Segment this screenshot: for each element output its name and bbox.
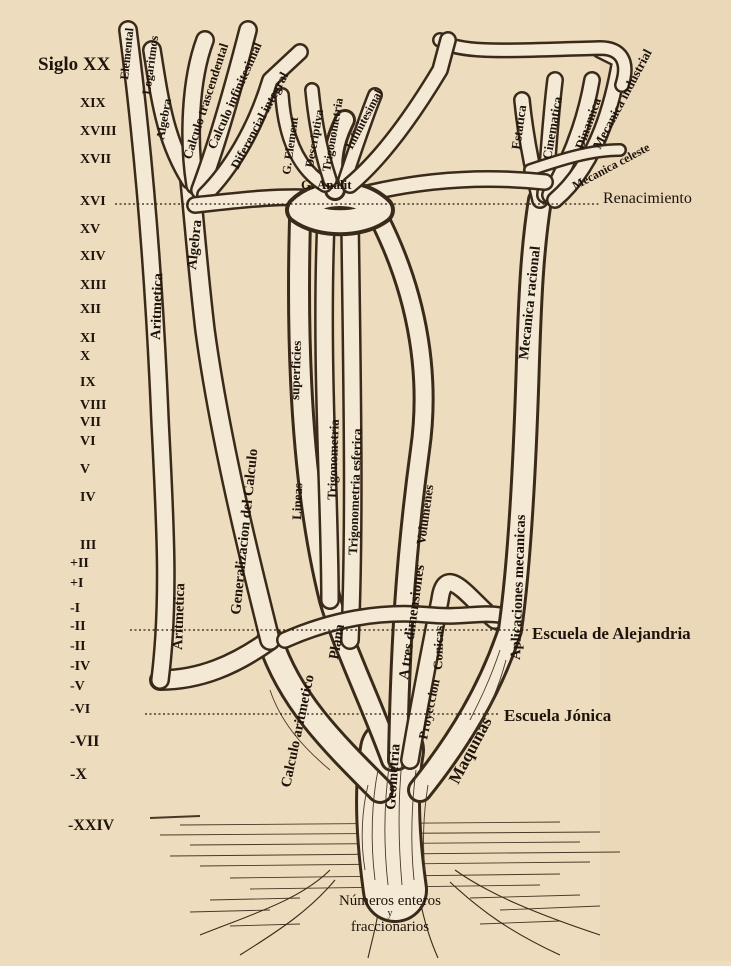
century-label: XI bbox=[80, 331, 96, 346]
era-alejandria-label: Escuela de Alejandria bbox=[532, 624, 691, 643]
branch-label-superficies: superficies bbox=[287, 340, 304, 400]
century-label: XIX bbox=[80, 96, 106, 111]
root-label-line3: fraccionarios bbox=[351, 919, 429, 935]
branch-label-aritmetica-low: Aritmetica bbox=[170, 582, 188, 650]
century-label: XVI bbox=[80, 194, 106, 209]
century-label: IX bbox=[80, 375, 96, 390]
century-label: -VI bbox=[70, 702, 90, 717]
century-label: +I bbox=[70, 576, 83, 591]
century-label: -VII bbox=[70, 733, 99, 750]
century-label: XVIII bbox=[80, 124, 117, 139]
century-label: XVII bbox=[80, 152, 111, 167]
century-label: VIII bbox=[80, 398, 106, 413]
century-label: XIV bbox=[80, 249, 106, 264]
root-label-line1: Números enteros bbox=[339, 893, 441, 909]
century-label: +II bbox=[70, 556, 89, 571]
century-label: V bbox=[80, 462, 90, 477]
branch-label-lineas: Lineas bbox=[289, 483, 305, 520]
branch-label-conicas: Conicas bbox=[430, 626, 447, 671]
century-label: III bbox=[80, 538, 96, 553]
century-label: -IV bbox=[70, 659, 90, 674]
branch-label-aritmetica-high: Aritmetica bbox=[148, 272, 166, 340]
century-label: XII bbox=[80, 302, 101, 317]
century-label: VI bbox=[80, 434, 96, 449]
century-label: -I bbox=[70, 601, 80, 616]
branch-label-g-analit: G. Analit bbox=[301, 177, 352, 192]
root-label-line2: y bbox=[388, 908, 393, 919]
century-label: -II bbox=[70, 619, 86, 634]
century-label: XV bbox=[80, 222, 100, 237]
century-label: -V bbox=[70, 679, 85, 694]
century-label: Siglo XX bbox=[38, 54, 111, 75]
century-label: -II bbox=[70, 639, 86, 654]
era-jonica-label: Escuela Jónica bbox=[504, 706, 612, 725]
century-label: XIII bbox=[80, 278, 106, 293]
century-label: IV bbox=[80, 490, 96, 505]
century-label: -X bbox=[70, 766, 87, 783]
century-label: X bbox=[80, 349, 90, 364]
branch-label-trigonometria: Trigonometria bbox=[324, 419, 342, 501]
era-renacimiento-label: Renacimiento bbox=[603, 190, 692, 207]
century-label: VII bbox=[80, 415, 101, 430]
century-label: -XXIV bbox=[68, 817, 115, 834]
